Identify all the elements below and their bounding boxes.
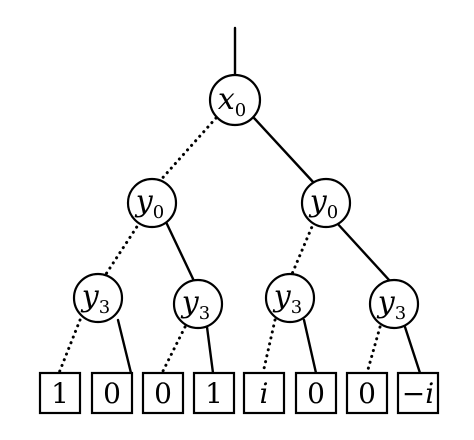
edge-root-low xyxy=(156,116,218,185)
svg-text:y0: y0 xyxy=(134,184,164,223)
leaf-1: 1 xyxy=(38,371,82,415)
leaf-5: i xyxy=(242,371,286,415)
node-subscript: 3 xyxy=(199,303,210,324)
leaf-4: 1 xyxy=(192,371,236,415)
node-y3-3: y3 xyxy=(264,272,316,324)
leaf-value: 0 xyxy=(358,377,376,410)
svg-text:y3: y3 xyxy=(80,279,110,318)
edges xyxy=(57,26,422,375)
svg-text:y3: y3 xyxy=(272,279,302,318)
edge-y3-1-high xyxy=(116,318,133,375)
node-var: x xyxy=(218,82,235,117)
leaf-value: −i xyxy=(402,377,434,410)
node-subscript: 0 xyxy=(153,202,164,223)
node-var: y xyxy=(134,184,154,219)
edge-y3-4-high xyxy=(403,325,422,375)
leaf-value: i xyxy=(260,377,269,410)
node-subscript: 0 xyxy=(327,202,338,223)
edge-y3-2-low xyxy=(160,325,187,375)
leaf-7: 0 xyxy=(345,371,389,415)
node-var: y xyxy=(272,279,292,314)
node-y3-4: y3 xyxy=(368,278,420,330)
leaf-3: 0 xyxy=(141,371,185,415)
leaf-value: 0 xyxy=(307,377,325,410)
edge-y3-3-high xyxy=(302,318,318,375)
node-subscript: 0 xyxy=(235,100,246,121)
svg-text:y0: y0 xyxy=(308,184,338,223)
node-subscript: 3 xyxy=(291,297,302,318)
node-y3-2: y3 xyxy=(172,278,224,330)
edge-y3-2-high xyxy=(205,325,215,375)
leaf-value: 0 xyxy=(154,377,172,410)
edge-root-high xyxy=(252,116,316,185)
node-var: y xyxy=(376,285,396,320)
edge-y0right-high xyxy=(334,220,392,283)
node-var: y xyxy=(180,285,200,320)
edge-y3-1-low xyxy=(57,318,82,375)
svg-text:x0: x0 xyxy=(218,82,246,121)
leaf-value: 1 xyxy=(205,377,223,410)
edge-y3-4-low xyxy=(365,325,382,375)
leaf-8: −i xyxy=(396,371,440,415)
edge-y0right-low xyxy=(290,220,316,276)
node-x0: x0 xyxy=(208,73,262,127)
edge-y3-3-low xyxy=(261,318,277,375)
node-y0-left: y0 xyxy=(126,177,178,229)
svg-text:y3: y3 xyxy=(180,285,210,324)
edge-y0left-low xyxy=(104,220,142,276)
leaf-2: 0 xyxy=(90,371,134,415)
node-var: y xyxy=(80,279,100,314)
leaf-6: 0 xyxy=(294,371,338,415)
node-y3-1: y3 xyxy=(72,272,124,324)
svg-text:y3: y3 xyxy=(376,285,406,324)
node-y0-right: y0 xyxy=(300,177,352,229)
leaf-row: 1 0 0 1 i 0 0 −i xyxy=(38,371,440,415)
leaf-value: 1 xyxy=(51,377,69,410)
node-subscript: 3 xyxy=(395,303,406,324)
node-subscript: 3 xyxy=(99,297,110,318)
leaf-value: 0 xyxy=(103,377,121,410)
node-var: y xyxy=(308,184,328,219)
edge-y0left-high xyxy=(164,220,196,283)
